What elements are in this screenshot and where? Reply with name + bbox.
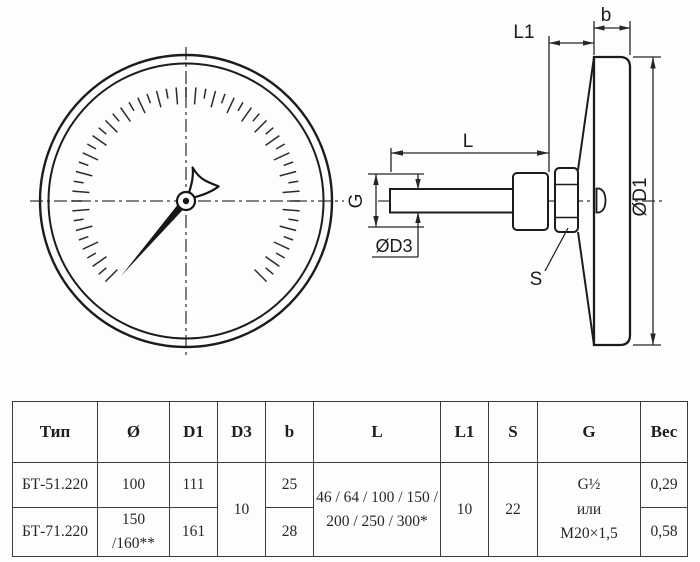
cell-tip-2: БТ-71.220	[12, 506, 98, 558]
cell-s-merged: 22	[488, 461, 538, 558]
dial-needle	[121, 197, 189, 276]
cell-ves-1: 0,29	[640, 462, 688, 508]
dial-needle-tail	[187, 166, 220, 199]
case-body	[592, 55, 632, 347]
case-clip	[595, 187, 607, 214]
spec-table: Тип Ø D1 D3 b L L1 S G Вес БТ-51.220 100…	[12, 401, 688, 558]
table-header-row: Тип Ø D1 D3 b L L1 S G Вес	[12, 401, 688, 463]
table-row: БТ-71.220 150 /160** 161 28 0,58	[12, 506, 688, 558]
dim-label-s: S	[530, 269, 543, 290]
cell-b-2: 28	[265, 506, 314, 558]
cell-diameter-2: 150 /160**	[97, 506, 170, 558]
dim-label-l1: L1	[513, 22, 534, 43]
header-tip: Тип	[12, 401, 98, 463]
header-diameter: Ø	[97, 401, 170, 463]
case-cone-top	[577, 56, 595, 171]
cell-l-merged: 46 / 64 / 100 / 150 / 200 / 250 / 300*	[313, 461, 441, 558]
header-l1: L1	[440, 401, 489, 463]
cell-ves-2: 0,58	[640, 506, 688, 558]
dim-label-d1: ØD1	[630, 177, 651, 216]
thread-bushing	[512, 172, 549, 231]
header-l: L	[313, 401, 441, 463]
case-cone-bottom	[577, 231, 595, 346]
hex-nut	[554, 167, 579, 233]
side-view	[378, 55, 662, 347]
dimension-arrowheads	[373, 25, 656, 345]
cell-d3-merged: 10	[217, 461, 266, 558]
dial-hub-dot	[182, 197, 190, 205]
header-d3: D3	[217, 401, 266, 463]
dim-label-d3: ØD3	[375, 236, 412, 256]
dim-label-b: b	[601, 5, 612, 26]
cell-b-1: 25	[265, 462, 314, 508]
header-b: b	[265, 401, 314, 463]
stem	[389, 188, 514, 214]
header-d1: D1	[169, 401, 218, 463]
header-g: G	[537, 401, 641, 463]
header-ves: Вес	[640, 401, 688, 463]
cell-g-merged: G½ или М20×1,5	[537, 461, 641, 558]
dial-front-view	[30, 47, 344, 357]
dial-scale-ticks	[72, 87, 300, 283]
cell-d1-2: 161	[169, 506, 218, 558]
dim-label-l: L	[463, 131, 474, 152]
dial-inner-rim	[47, 62, 325, 340]
dim-label-g: G	[346, 194, 367, 209]
header-s: S	[488, 401, 538, 463]
thermometer-drawing: b L1 L G ØD3 ØD1 S	[30, 5, 662, 357]
table-row: БТ-51.220 100 111 10 25 46 / 64 / 100 / …	[12, 461, 688, 558]
cell-diameter-1: 100	[97, 462, 170, 508]
cell-tip-1: БТ-51.220	[12, 462, 98, 508]
cell-l1-merged: 10	[440, 461, 489, 558]
dial-outer-rim	[38, 53, 334, 349]
cell-d1-1: 111	[169, 462, 218, 508]
